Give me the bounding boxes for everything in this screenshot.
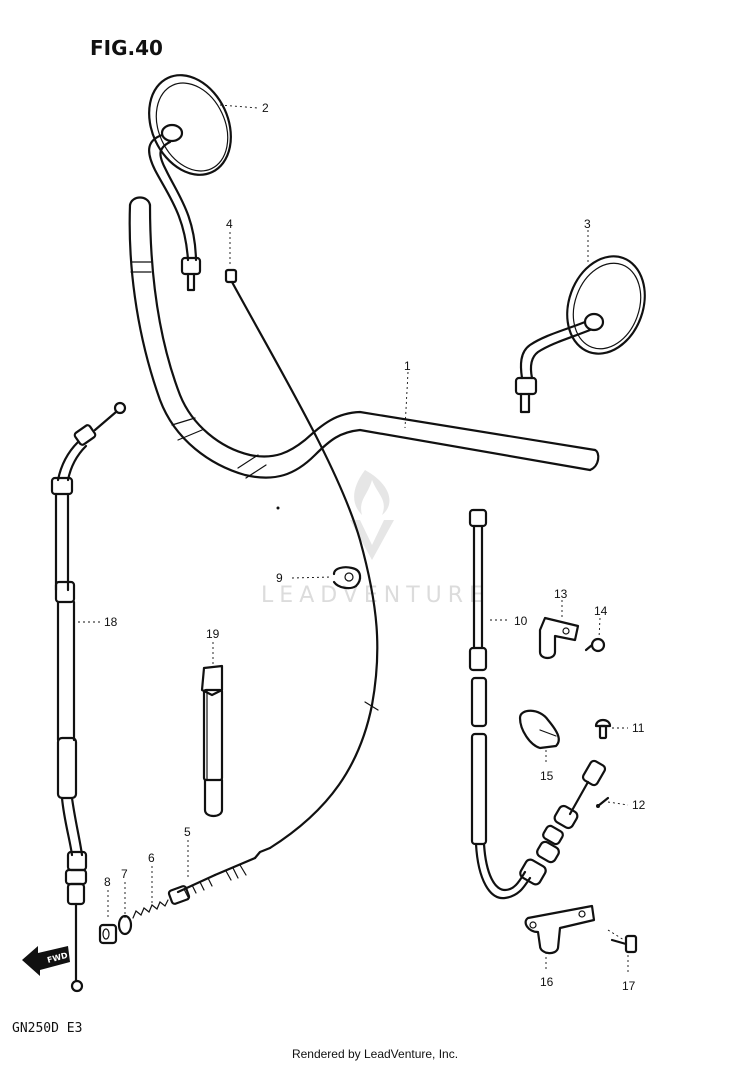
callout-10: 10	[514, 614, 528, 628]
switch-assembly	[519, 759, 607, 886]
strap	[200, 664, 224, 818]
callout-5: 5	[184, 825, 191, 839]
watermark: LEADVENTURE	[261, 470, 483, 608]
callout-7: 7	[121, 867, 128, 881]
fwd-arrow-icon: FWD	[22, 946, 70, 976]
leader-lines	[78, 104, 629, 975]
mirror-right	[514, 255, 646, 414]
callout-17: 17	[622, 979, 636, 993]
spring	[132, 899, 169, 919]
callout-19: 19	[206, 627, 220, 641]
cable-adjuster	[167, 873, 217, 905]
bracket-upper	[538, 616, 580, 660]
nut	[98, 923, 118, 945]
callout-13: 13	[554, 587, 568, 601]
callout-11: 11	[632, 721, 645, 735]
callout-labels: 2 3 4 1 5 6 7 8 9 10 11 12 13 14 15 16 1…	[104, 101, 646, 993]
callout-14: 14	[594, 604, 608, 618]
watermark-v-icon	[350, 520, 394, 560]
callout-9: 9	[276, 571, 283, 585]
callout-15: 15	[540, 769, 554, 783]
handlebar	[128, 196, 600, 510]
callout-18: 18	[104, 615, 118, 629]
clamp	[332, 566, 362, 590]
bracket-lower	[524, 904, 596, 955]
callout-8: 8	[104, 875, 111, 889]
watermark-flame-icon	[354, 470, 390, 515]
bolt-17	[610, 934, 638, 954]
callout-4: 4	[226, 217, 233, 231]
washer	[117, 914, 133, 936]
cable-switch	[468, 508, 532, 900]
mirror-left	[148, 74, 232, 292]
callout-3: 3	[584, 217, 591, 231]
screw-14	[584, 637, 606, 653]
screw-11	[594, 718, 612, 740]
callout-16: 16	[540, 975, 554, 989]
boot	[518, 709, 560, 750]
callout-2: 2	[262, 101, 269, 115]
cable-main	[213, 268, 379, 881]
pin	[596, 796, 610, 808]
footer-credit: Rendered by LeadVenture, Inc.	[292, 1047, 458, 1061]
cable-clutch	[50, 401, 127, 993]
callout-6: 6	[148, 851, 155, 865]
callout-12: 12	[632, 798, 646, 812]
model-code: GN250D E3	[12, 1021, 82, 1036]
figure-title: FIG.40	[90, 36, 163, 60]
callout-1: 1	[404, 359, 411, 373]
